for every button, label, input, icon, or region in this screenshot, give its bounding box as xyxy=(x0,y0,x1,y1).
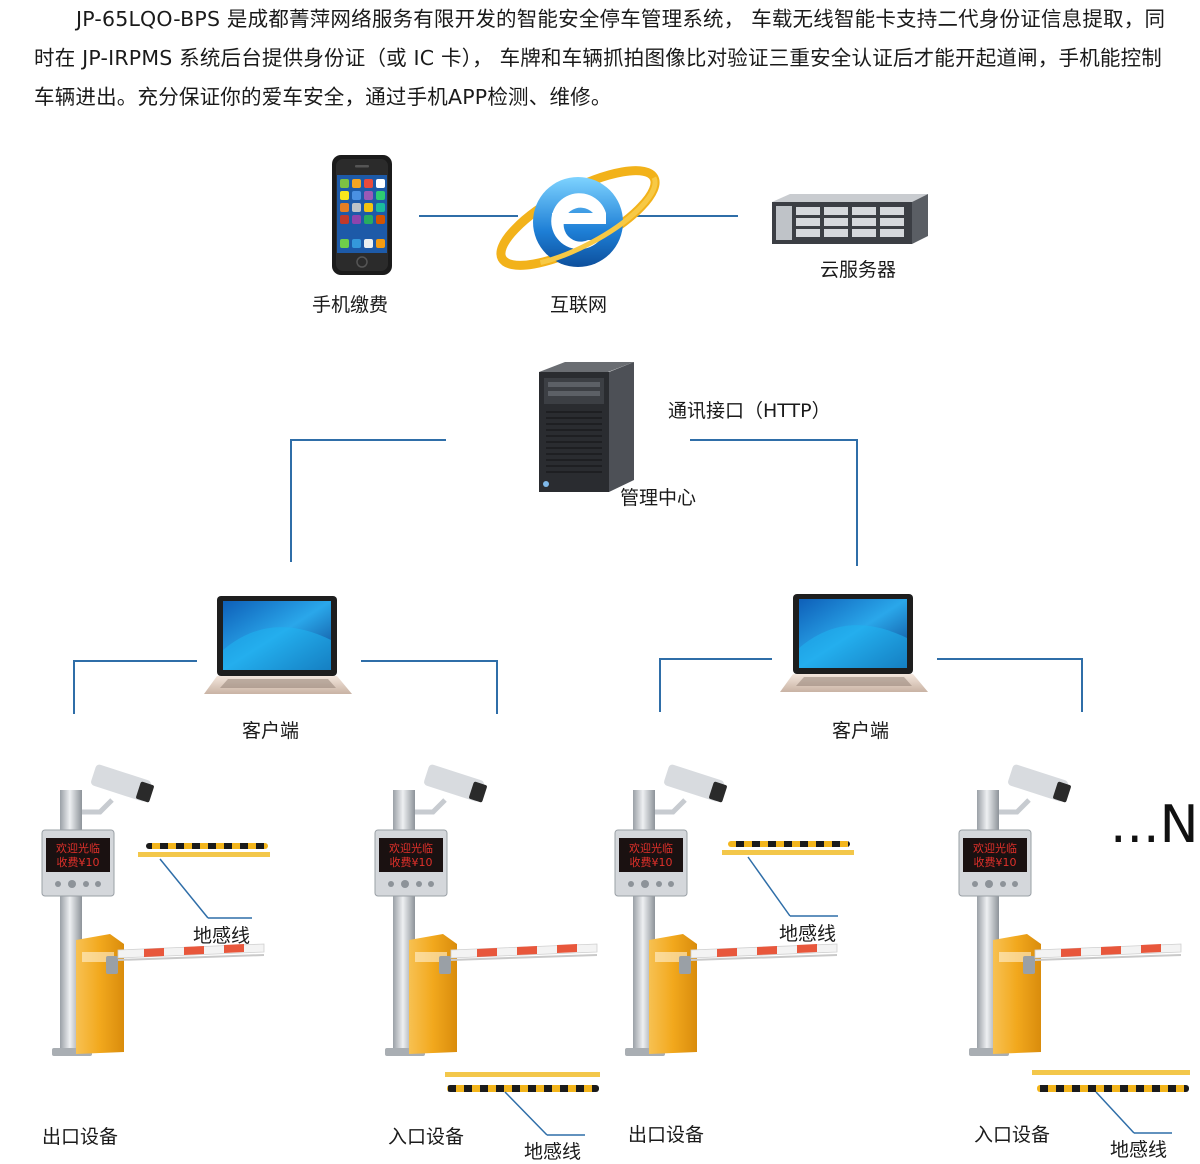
barrier-box xyxy=(76,934,124,1054)
label-entry-device-2: 入口设备 xyxy=(974,1124,1051,1146)
label-sensor-2: 地感线 xyxy=(524,1141,582,1163)
barrier-box xyxy=(649,934,697,1054)
display-text-line-2: 收费¥10 xyxy=(390,855,433,869)
boom-arm xyxy=(450,943,598,961)
display-text-line-1: 欢迎光临 xyxy=(973,841,1017,855)
label-sensor-3: 地感线 xyxy=(779,923,837,945)
camera-icon xyxy=(403,764,487,815)
label-mobile-pay: 手机缴费 xyxy=(312,294,389,316)
sensor-strips xyxy=(138,841,1190,1136)
boom-arm xyxy=(1034,943,1182,961)
label-protocol: 通讯接口（HTTP） xyxy=(668,400,831,422)
label-client-left: 客户端 xyxy=(242,720,300,742)
ground-sensor-strip xyxy=(138,843,270,919)
intro-paragraph: JP-65LQO-BPS 是成都菁萍网络服务有限开发的智能安全停车管理系统， 车… xyxy=(34,7,1166,109)
label-client-right: 客户端 xyxy=(832,720,890,742)
management-server-icon xyxy=(539,362,634,492)
label-exit-device-2: 出口设备 xyxy=(628,1124,705,1146)
ground-sensor-strip xyxy=(1032,1070,1190,1134)
camera-icon xyxy=(643,764,727,815)
camera-icon xyxy=(70,764,154,815)
label-management-center: 管理中心 xyxy=(620,487,697,509)
ground-sensor-strip xyxy=(445,1072,600,1136)
label-sensor-1: 地感线 xyxy=(193,925,251,947)
label-entry-device-1: 入口设备 xyxy=(388,1126,465,1148)
smartphone-icon xyxy=(332,155,392,275)
display-text-line-1: 欢迎光临 xyxy=(56,841,100,855)
barrier-box xyxy=(409,934,457,1054)
label-more-devices: ...N xyxy=(1110,795,1199,855)
label-cloud-server: 云服务器 xyxy=(820,259,897,281)
boom-arm xyxy=(690,943,838,961)
cloud-server-icon xyxy=(772,194,928,244)
label-sensor-4: 地感线 xyxy=(1110,1139,1168,1161)
boom-arm xyxy=(117,943,265,961)
client-laptop-right xyxy=(780,594,928,692)
display-text-line-1: 欢迎光临 xyxy=(629,841,673,855)
display-text-line-2: 收费¥10 xyxy=(974,855,1017,869)
internet-icon xyxy=(496,166,660,270)
label-exit-device-1: 出口设备 xyxy=(42,1126,119,1148)
connector-lines xyxy=(73,215,1083,714)
label-internet: 互联网 xyxy=(550,294,608,316)
camera-icon xyxy=(987,764,1071,815)
display-text-line-2: 收费¥10 xyxy=(57,855,100,869)
ground-sensor-strip xyxy=(722,841,854,917)
client-laptop-left xyxy=(204,596,352,694)
display-text-line-2: 收费¥10 xyxy=(630,855,673,869)
barrier-box xyxy=(993,934,1041,1054)
display-text-line-1: 欢迎光临 xyxy=(389,841,433,855)
